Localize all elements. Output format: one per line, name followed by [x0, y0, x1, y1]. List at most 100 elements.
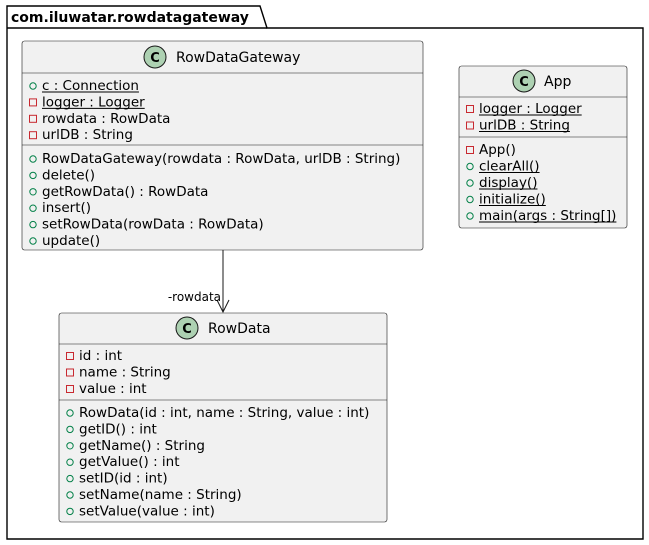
member-row: urlDB : String	[466, 118, 570, 134]
member-text: display()	[479, 175, 537, 191]
public-visibility-icon	[29, 82, 37, 90]
public-visibility-icon	[466, 179, 474, 187]
method-list: App()clearAll()display()initialize()main…	[466, 142, 617, 224]
member-text: value : int	[79, 381, 147, 397]
member-row: delete()	[29, 167, 95, 183]
package-outline	[6, 5, 644, 540]
private-visibility-icon	[66, 385, 74, 393]
member-text: insert()	[42, 200, 91, 216]
member-text: id : int	[79, 348, 122, 364]
stereotype-letter: C	[150, 51, 160, 66]
public-visibility-icon	[66, 474, 74, 483]
private-visibility-icon	[466, 146, 474, 154]
public-visibility-icon	[66, 491, 74, 499]
package-name: com.iluwatar.rowdatagateway	[11, 10, 249, 26]
package-frame: com.iluwatar.rowdatagateway	[6, 5, 644, 540]
member-row: value : int	[66, 381, 147, 397]
member-row: setRowData(rowData : RowData)	[29, 217, 264, 233]
member-row: c : Connection	[29, 78, 139, 94]
public-visibility-icon	[466, 162, 474, 171]
member-row: id : int	[66, 348, 122, 364]
class-spot-icon: C	[512, 69, 536, 93]
member-row: urlDB : String	[29, 127, 133, 143]
member-text: main(args : String[])	[479, 208, 616, 224]
member-text: urlDB : String	[479, 118, 570, 134]
member-row: logger : Logger	[29, 94, 145, 110]
member-text: setID(id : int)	[79, 471, 168, 487]
private-visibility-icon	[466, 121, 474, 130]
member-text: logger : Logger	[42, 94, 145, 110]
member-text: getID() : int	[79, 421, 157, 437]
member-text: clearAll()	[479, 159, 540, 175]
public-visibility-icon	[29, 220, 37, 229]
member-text: c : Connection	[42, 78, 139, 94]
arrowhead-icon	[216, 299, 230, 314]
public-visibility-icon	[66, 442, 74, 450]
class-spot-icon: C	[175, 316, 199, 340]
stereotype-letter: C	[182, 322, 192, 337]
public-visibility-icon	[466, 212, 474, 220]
private-visibility-icon	[466, 105, 474, 113]
class-name: RowDataGateway	[176, 50, 300, 66]
public-visibility-icon	[29, 188, 37, 196]
stereotype-letter: C	[519, 75, 529, 90]
member-row: getValue() : int	[66, 454, 180, 470]
public-visibility-icon	[29, 204, 37, 212]
member-text: delete()	[42, 167, 95, 183]
private-visibility-icon	[29, 98, 37, 107]
class-box	[458, 65, 628, 229]
member-text: initialize()	[479, 192, 546, 208]
member-row: insert()	[29, 200, 91, 216]
method-list: RowDataGateway(rowdata : RowData, urlDB …	[29, 151, 400, 249]
member-row: setValue(value : int)	[66, 503, 215, 519]
private-visibility-icon	[66, 352, 74, 360]
class-name: RowData	[208, 321, 271, 337]
public-visibility-icon	[66, 425, 74, 434]
member-row: App()	[466, 142, 516, 158]
member-row: setName(name : String)	[66, 487, 242, 503]
private-visibility-icon	[29, 114, 37, 123]
member-row: name : String	[66, 365, 171, 381]
member-text: setRowData(rowData : RowData)	[42, 217, 264, 233]
member-row: setID(id : int)	[66, 471, 168, 487]
member-text: setValue(value : int)	[79, 503, 215, 519]
class-name: App	[544, 74, 571, 90]
member-text: logger : Logger	[479, 101, 582, 117]
private-visibility-icon	[29, 131, 37, 140]
member-row: rowdata : RowData	[29, 111, 170, 127]
public-visibility-icon	[29, 155, 37, 163]
member-text: getValue() : int	[79, 454, 180, 470]
member-text: name : String	[79, 365, 171, 381]
member-row: main(args : String[])	[466, 208, 617, 224]
member-text: rowdata : RowData	[42, 111, 170, 127]
member-row: display()	[466, 175, 538, 191]
member-row: clearAll()	[466, 159, 540, 175]
member-row: getRowData() : RowData	[29, 184, 208, 200]
association-arrow: -rowdata	[168, 250, 230, 314]
member-row: RowData(id : int, name : String, value :…	[66, 405, 369, 421]
public-visibility-icon	[66, 409, 74, 417]
member-text: getRowData() : RowData	[42, 184, 208, 200]
member-text: update()	[42, 233, 100, 249]
member-text: urlDB : String	[42, 127, 133, 143]
method-list: RowData(id : int, name : String, value :…	[66, 405, 369, 519]
member-text: getName() : String	[79, 438, 205, 454]
association-role-label: -rowdata	[168, 290, 221, 304]
member-text: RowDataGateway(rowdata : RowData, urlDB …	[42, 151, 400, 167]
class-spot-icon: C	[143, 45, 167, 69]
member-text: RowData(id : int, name : String, value :…	[79, 405, 369, 421]
public-visibility-icon	[66, 458, 74, 466]
member-text: App()	[479, 142, 516, 158]
public-visibility-icon	[29, 237, 37, 245]
public-visibility-icon	[29, 171, 37, 180]
member-row: getID() : int	[66, 421, 157, 437]
member-text: setName(name : String)	[79, 487, 242, 503]
private-visibility-icon	[66, 368, 74, 377]
